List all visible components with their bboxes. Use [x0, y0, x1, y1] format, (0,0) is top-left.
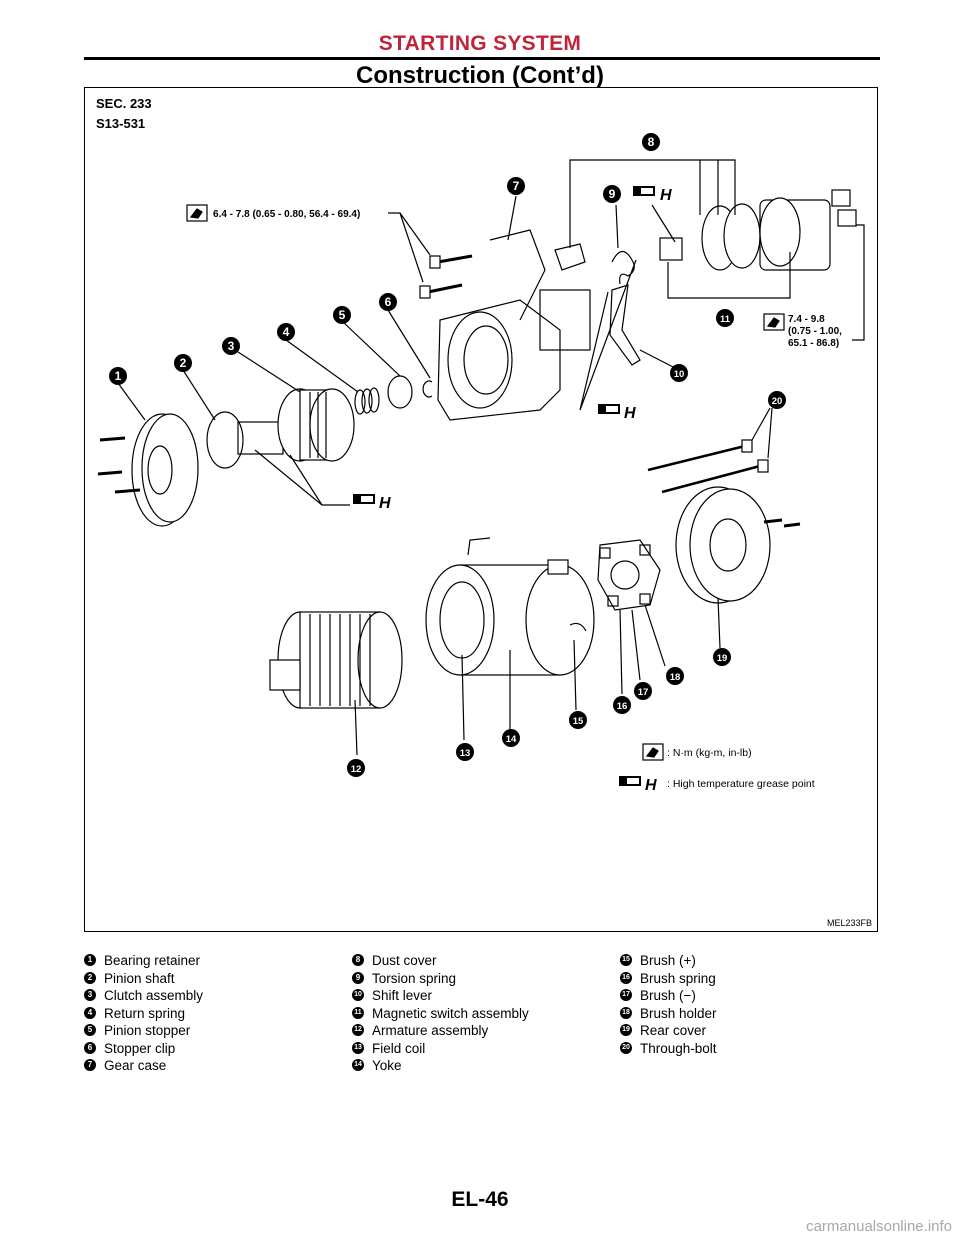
- callout-10: 10: [674, 369, 685, 380]
- header-rule: [84, 57, 880, 60]
- legend-grease-text: : High temperature grease point: [667, 778, 815, 790]
- callout-12: 12: [351, 764, 362, 775]
- callout-2: 2: [180, 356, 187, 370]
- through-bolts: [647, 407, 773, 494]
- grease-letter-clutch: H: [379, 495, 391, 512]
- callout-13: 13: [460, 748, 471, 759]
- armature-assembly: [269, 611, 403, 709]
- torque-icon-switch: [763, 313, 785, 331]
- gear-case: [437, 229, 591, 421]
- torque-icon: [186, 204, 208, 222]
- legend-grease-letter: H: [645, 777, 657, 794]
- legend-torque-icon: [642, 743, 664, 761]
- torsion-spring: [611, 250, 635, 285]
- callout-16: 16: [617, 701, 628, 712]
- callout-3: 3: [228, 339, 235, 353]
- legend-torque-text: : N·m (kg-m, in-lb): [667, 747, 752, 759]
- magnetic-switch: [659, 189, 857, 271]
- clutch-assembly: [277, 388, 355, 462]
- callout-markers: 1 2 3 4 5 6 7 8 9 10 11 12 13 14 15 16 1…: [109, 133, 786, 777]
- callout-14: 14: [506, 734, 517, 745]
- stopper-clip: [422, 380, 433, 398]
- section-number: SEC. 233: [96, 96, 152, 111]
- page-title: Construction (Cont’d): [356, 62, 604, 89]
- grease-icon-switch: [633, 186, 655, 196]
- bolt-torque-text: 6.4 - 7.8 (0.65 - 0.80, 56.4 - 69.4): [213, 209, 360, 220]
- callout-11: 11: [720, 314, 731, 325]
- rear-cover: [675, 486, 801, 604]
- callout-15: 15: [573, 716, 584, 727]
- switch-torque-line-1: 7.4 - 9.8: [788, 314, 825, 325]
- legend-grease-icon: [619, 776, 641, 786]
- exploded-view-figure: [84, 87, 878, 932]
- switch-torque-line-3: 65.1 - 86.8): [788, 338, 839, 349]
- callout-6: 6: [385, 295, 392, 309]
- callout-4: 4: [283, 325, 290, 339]
- section-title: STARTING SYSTEM: [378, 32, 582, 55]
- gear-case-bolts: [419, 254, 473, 299]
- shift-lever: [609, 284, 641, 366]
- return-spring: [354, 387, 380, 415]
- callout-17: 17: [638, 687, 649, 698]
- grease-letter-shift: H: [624, 405, 636, 422]
- grease-letter-switch: H: [660, 187, 672, 204]
- callout-1: 1: [115, 369, 122, 383]
- dust-cover: [554, 243, 586, 271]
- grease-icon-shift: [598, 404, 620, 414]
- callout-18: 18: [670, 672, 681, 683]
- callout-20: 20: [772, 396, 783, 407]
- brush-holder: [597, 539, 661, 611]
- callout-9: 9: [609, 187, 616, 201]
- bearing-retainer: [97, 413, 199, 527]
- callout-5: 5: [339, 308, 346, 322]
- pinion-stopper: [387, 375, 413, 409]
- grease-icon-clutch: [353, 494, 375, 504]
- figure-code: MEL233FB: [826, 918, 872, 928]
- page-number: EL-46: [451, 1188, 509, 1211]
- callout-19: 19: [717, 653, 728, 664]
- callout-8: 8: [648, 135, 655, 149]
- callout-7: 7: [513, 179, 520, 193]
- switch-torque-line-2: (0.75 - 1.00,: [788, 326, 842, 337]
- figure-reference: S13-531: [96, 116, 146, 131]
- watermark: carmanualsonline.info: [806, 1218, 952, 1235]
